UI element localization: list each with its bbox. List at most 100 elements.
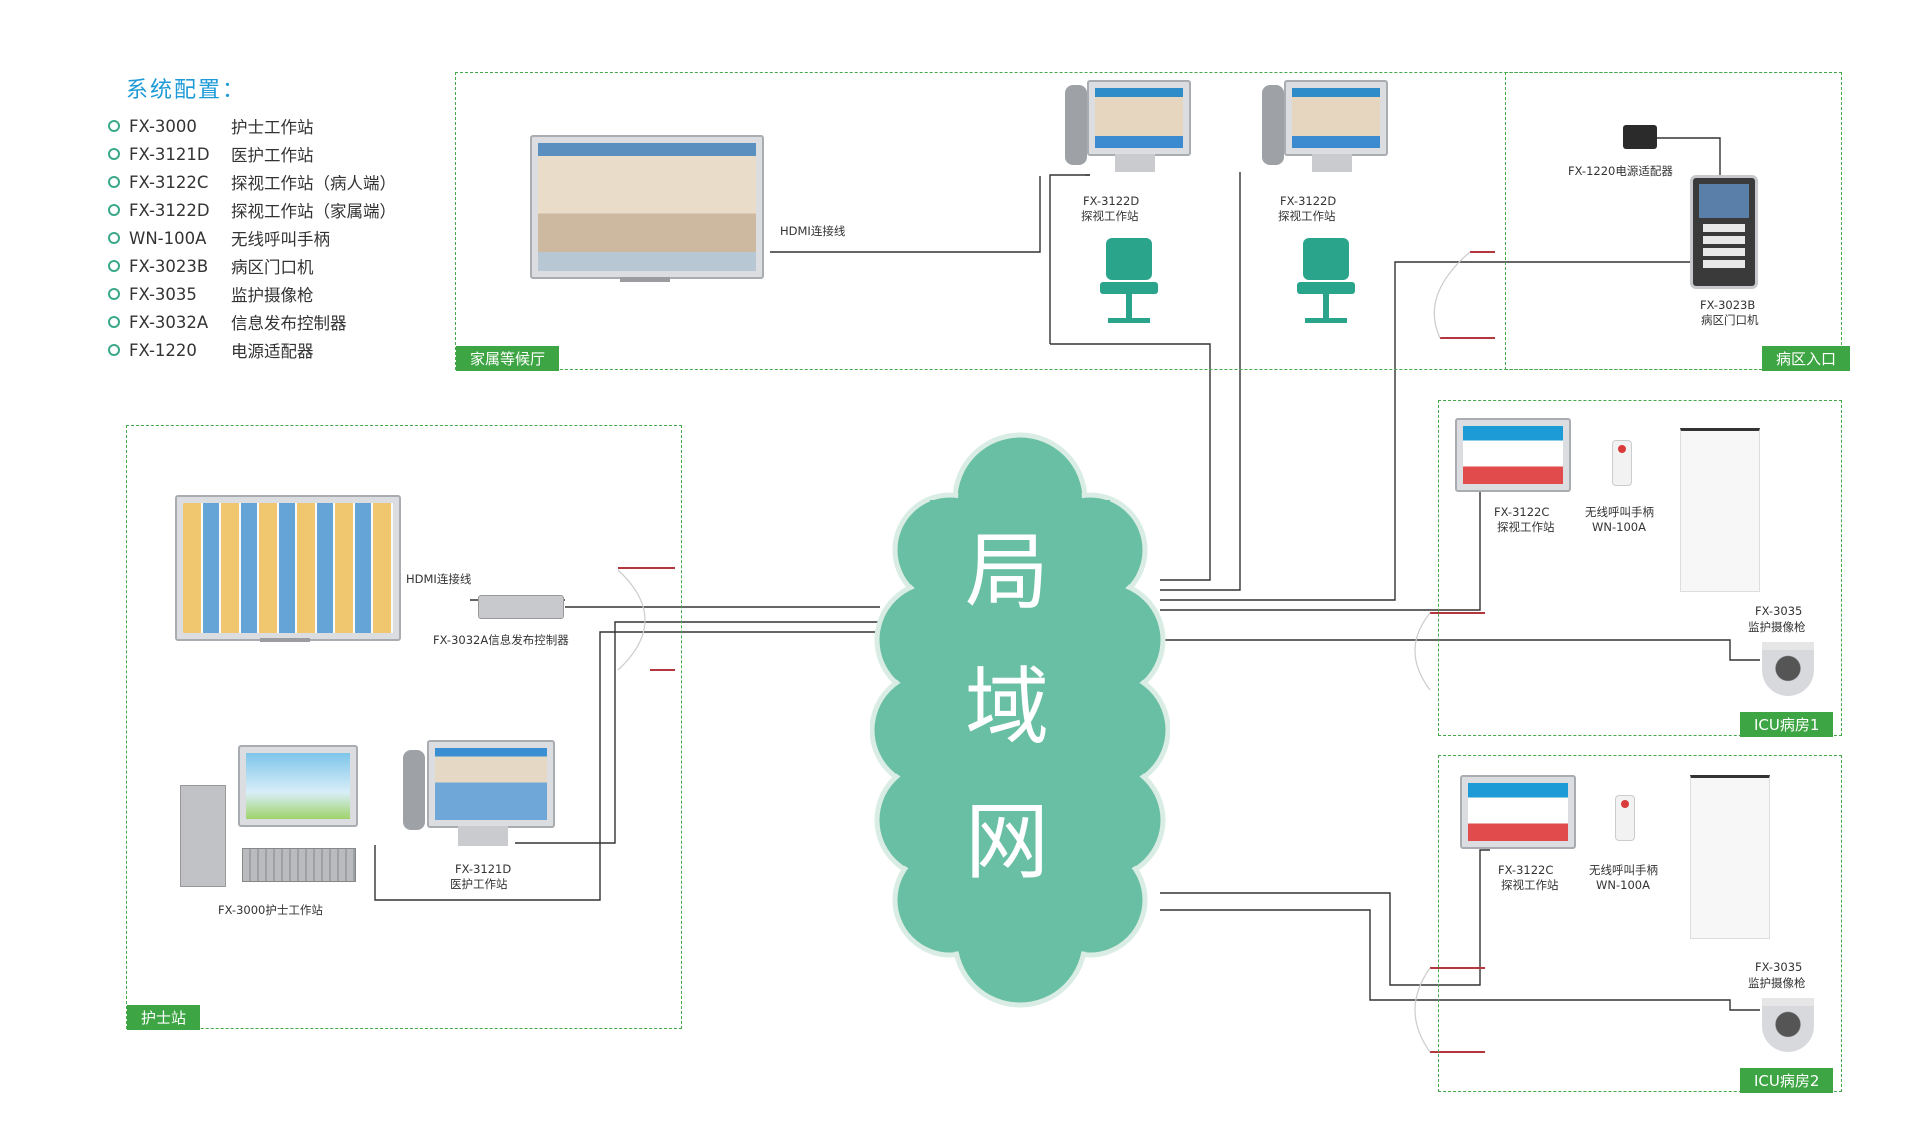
icu1-visit-name: 探视工作站 xyxy=(1497,520,1555,534)
power-adapter-icon xyxy=(1623,125,1657,149)
hdmi-label-left: HDMI连接线 xyxy=(406,572,472,586)
nurse-pc-monitor xyxy=(238,745,358,827)
bullet-icon xyxy=(108,204,120,216)
adapter-label: FX-1220电源适配器 xyxy=(1568,164,1673,178)
handset-icon xyxy=(1262,85,1284,165)
medical-name: 医护工作站 xyxy=(450,877,508,891)
icu2-call-model: WN-100A xyxy=(1596,878,1650,892)
legend-model: FX-3122C xyxy=(129,172,209,192)
medical-model: FX-3121D xyxy=(455,862,512,876)
lan-label-3: 网 xyxy=(965,793,1050,891)
icu2-call-name: 无线呼叫手柄 xyxy=(1589,863,1658,877)
legend-item: FX-3122D 探视工作站（家属端） xyxy=(108,196,396,224)
info-board-screen xyxy=(175,495,401,641)
visit-workstation-d2 xyxy=(1262,80,1388,180)
legend-name: 信息发布控制器 xyxy=(231,314,347,333)
legend-item: FX-3000 护士工作站 xyxy=(108,112,396,140)
legend-name: 电源适配器 xyxy=(231,342,314,361)
icu2-visit-model: FX-3122C xyxy=(1498,863,1554,877)
legend-item: FX-3023B 病区门口机 xyxy=(108,252,396,280)
zone-tag-icu1: ICU病房1 xyxy=(1740,712,1834,737)
visit-d1-model: FX-3122D xyxy=(1083,194,1140,208)
info-controller xyxy=(478,595,564,619)
medical-workstation xyxy=(403,740,555,858)
icu1-visit-workstation xyxy=(1455,418,1571,492)
display-stand xyxy=(620,277,670,282)
zone-ward-entrance xyxy=(1505,72,1842,370)
lan-cloud xyxy=(870,432,1170,1008)
icu1-call-handle-icon xyxy=(1612,440,1632,486)
controller-label: FX-3032A信息发布控制器 xyxy=(433,633,569,647)
bullet-icon xyxy=(108,260,120,272)
door-unit xyxy=(1690,175,1758,289)
zone-tag-nurse-station: 护士站 xyxy=(127,1005,201,1030)
legend-model: FX-1220 xyxy=(129,340,197,360)
visit-d1-name: 探视工作站 xyxy=(1081,209,1139,223)
bullet-icon xyxy=(108,344,120,356)
icu1-bed-icon xyxy=(1680,428,1760,592)
handset-icon xyxy=(1065,85,1087,165)
legend-item: FX-3122C 探视工作站（病人端） xyxy=(108,168,396,196)
chair-icon xyxy=(1297,238,1355,326)
lan-label-1: 局 xyxy=(965,523,1050,621)
pc-tower-icon xyxy=(180,785,226,887)
visit-d2-name: 探视工作站 xyxy=(1278,209,1336,223)
icu1-cam-model: FX-3035 xyxy=(1755,604,1803,618)
door-name: 病区门口机 xyxy=(1701,313,1759,327)
legend-item: FX-3035 监护摄像枪 xyxy=(108,280,396,308)
legend-model: FX-3035 xyxy=(129,284,197,304)
legend-list: FX-3000 护士工作站 FX-3121D 医护工作站 FX-3122C 探视工作站… xyxy=(108,112,396,364)
legend-title: 系统配置： xyxy=(126,78,247,103)
bullet-icon xyxy=(108,316,120,328)
legend-model: FX-3032A xyxy=(129,312,209,332)
bullet-icon xyxy=(108,148,120,160)
zone-tag-waiting-hall: 家属等候厅 xyxy=(456,346,560,371)
legend-model: WN-100A xyxy=(129,228,207,248)
icu2-bed-icon xyxy=(1690,775,1770,939)
icu1-cam-name: 监护摄像枪 xyxy=(1748,620,1806,634)
nurse-ws-label: FX-3000护士工作站 xyxy=(218,903,323,917)
zone-tag-ward-entrance: 病区入口 xyxy=(1762,346,1851,371)
legend-model: FX-3121D xyxy=(129,144,210,164)
legend-model: FX-3122D xyxy=(129,200,210,220)
legend-name: 病区门口机 xyxy=(231,258,314,277)
icu2-call-handle-icon xyxy=(1615,795,1635,841)
icu2-cam-name: 监护摄像枪 xyxy=(1748,976,1806,990)
board-stand xyxy=(260,638,310,642)
legend-name: 监护摄像枪 xyxy=(231,286,314,305)
legend-model: FX-3023B xyxy=(129,256,209,276)
bullet-icon xyxy=(108,176,120,188)
zone-tag-icu2: ICU病房2 xyxy=(1740,1068,1834,1093)
legend-name: 无线呼叫手柄 xyxy=(231,230,330,249)
icu2-cam-model: FX-3035 xyxy=(1755,960,1803,974)
bullet-icon xyxy=(108,120,120,132)
zone-icu1 xyxy=(1438,400,1842,736)
bullet-icon xyxy=(108,288,120,300)
keyboard-icon xyxy=(242,848,356,882)
bullet-icon xyxy=(108,232,120,244)
icu1-call-model: WN-100A xyxy=(1592,520,1646,534)
icu2-visit-name: 探视工作站 xyxy=(1501,878,1559,892)
legend-item: FX-3032A 信息发布控制器 xyxy=(108,308,396,336)
info-display-screen xyxy=(530,135,764,279)
handset-icon xyxy=(403,750,425,830)
visit-workstation-d1 xyxy=(1065,80,1191,180)
zone-nurse-station xyxy=(126,425,682,1029)
legend-item: FX-1220 电源适配器 xyxy=(108,336,396,364)
chair-icon xyxy=(1100,238,1158,326)
visit-d2-model: FX-3122D xyxy=(1280,194,1337,208)
icu2-visit-workstation xyxy=(1460,775,1576,849)
icu1-visit-model: FX-3122C xyxy=(1494,505,1550,519)
legend-name: 医护工作站 xyxy=(231,146,314,165)
legend-name: 探视工作站（家属端） xyxy=(231,202,396,221)
icu1-camera-icon xyxy=(1762,642,1814,696)
legend-item: FX-3121D 医护工作站 xyxy=(108,140,396,168)
hdmi-label-top: HDMI连接线 xyxy=(780,224,846,238)
legend-item: WN-100A 无线呼叫手柄 xyxy=(108,224,396,252)
legend-name: 探视工作站（病人端） xyxy=(231,174,396,193)
lan-label-2: 域 xyxy=(965,658,1050,756)
legend-name: 护士工作站 xyxy=(231,118,314,137)
legend-model: FX-3000 xyxy=(129,116,197,136)
hdmi-cable-top xyxy=(770,176,1041,253)
